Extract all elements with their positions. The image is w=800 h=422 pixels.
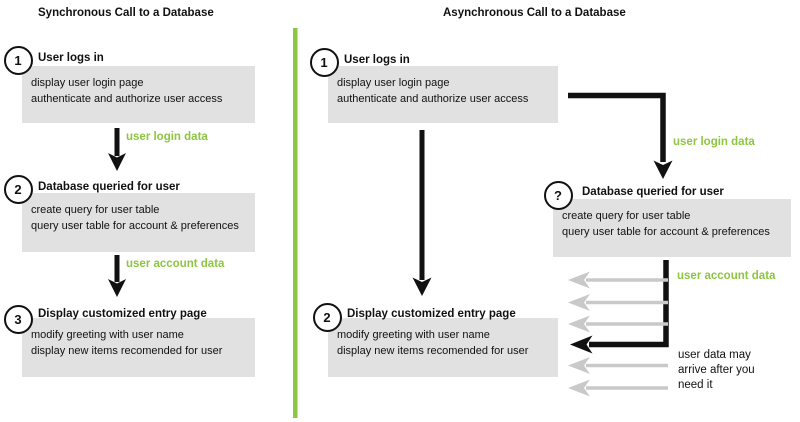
step-number: 2 — [323, 310, 331, 325]
async-main-flow-arrow — [412, 130, 432, 296]
note-line: need it — [678, 379, 713, 391]
late-data-arrows — [568, 271, 668, 397]
box-line: display user login page — [337, 77, 450, 89]
async-login-data-label: user login data — [673, 136, 755, 148]
async-query-badge: ? — [543, 180, 573, 210]
late-data-arrow — [568, 357, 668, 374]
late-data-arrow — [568, 379, 668, 397]
async-login-arrow — [568, 92, 673, 179]
async-step1-heading: User logs in — [344, 54, 410, 66]
async-step2-badge: 2 — [312, 303, 342, 332]
sync-account-arrow — [108, 255, 126, 297]
late-data-arrow — [568, 315, 668, 333]
note-line: user data may — [678, 349, 751, 361]
sync-step2-heading: Database queried for user — [38, 181, 180, 193]
sync-step3-heading: Display customized entry page — [38, 308, 207, 320]
sync-title: Synchronous Call to a Database — [38, 7, 214, 19]
step-number: 2 — [14, 181, 22, 197]
late-data-note: user data may arrive after you need it — [678, 348, 755, 393]
sync-step3-badge: 3 — [3, 304, 33, 334]
sync-step2-box: create query for user table query user t… — [22, 193, 255, 252]
sync-account-data-label: user account data — [126, 258, 225, 270]
box-line: display user login page — [31, 77, 144, 89]
box-line: authenticate and authorize user access — [337, 92, 529, 105]
step-number: 1 — [14, 52, 22, 68]
sync-step2-badge: 2 — [3, 174, 33, 204]
step-number: ? — [554, 187, 562, 203]
box-line: display new items recomended for user — [337, 344, 529, 357]
sync-step3-box: modify greeting with user name display n… — [22, 318, 255, 377]
async-account-data-label: user account data — [677, 270, 776, 282]
async-title: Asynchronous Call to a Database — [443, 7, 626, 19]
async-step2-box: modify greeting with user name display n… — [328, 318, 558, 377]
async-step1-box: display user login page authenticate and… — [328, 66, 558, 123]
sync-step1-heading: User logs in — [38, 52, 104, 64]
async-step1-badge: 1 — [309, 47, 339, 77]
box-line: create query for user table — [31, 204, 160, 216]
async-query-box: create query for user table query user t… — [553, 199, 791, 257]
sync-step1-badge: 1 — [3, 45, 33, 75]
step-number: 1 — [320, 54, 328, 70]
async-step2-heading: Display customized entry page — [347, 308, 516, 320]
box-line: query user table for account & preferenc… — [562, 225, 770, 238]
box-line: modify greeting with user name — [31, 329, 184, 341]
box-line: create query for user table — [562, 210, 691, 222]
divider-line — [293, 28, 298, 418]
box-line: display new items recomended for user — [31, 344, 223, 357]
box-line: authenticate and authorize user access — [31, 92, 223, 105]
late-data-arrow — [568, 294, 668, 311]
note-line: arrive after you — [678, 364, 755, 376]
sync-step1-box: display user login page authenticate and… — [22, 66, 255, 123]
sync-login-arrow — [108, 128, 126, 171]
async-query-heading: Database queried for user — [582, 186, 724, 198]
late-data-arrow — [568, 271, 668, 289]
step-number: 3 — [14, 311, 22, 327]
async-account-arrow — [570, 260, 669, 354]
sync-login-data-label: user login data — [126, 131, 208, 143]
box-line: modify greeting with user name — [337, 329, 490, 341]
box-line: query user table for account & preferenc… — [31, 219, 239, 232]
